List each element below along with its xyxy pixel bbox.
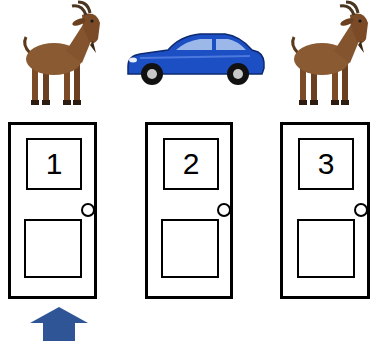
door-number-panel: 3 — [298, 138, 354, 190]
door: 2 — [145, 122, 233, 299]
door-number-panel: 1 — [26, 138, 82, 190]
door-knobs — [82, 204, 367, 216]
door-number: 1 — [46, 149, 63, 179]
door: 3 — [280, 122, 370, 299]
door-lower-panels — [25, 220, 354, 277]
goat-picture — [25, 2, 100, 105]
car-picture — [128, 34, 264, 85]
door-number: 3 — [318, 149, 335, 179]
selection-arrow — [30, 307, 88, 341]
door-number-panel: 2 — [163, 138, 219, 190]
goat-picture — [293, 2, 368, 105]
door: 1 — [8, 122, 97, 299]
door-number: 2 — [183, 149, 200, 179]
